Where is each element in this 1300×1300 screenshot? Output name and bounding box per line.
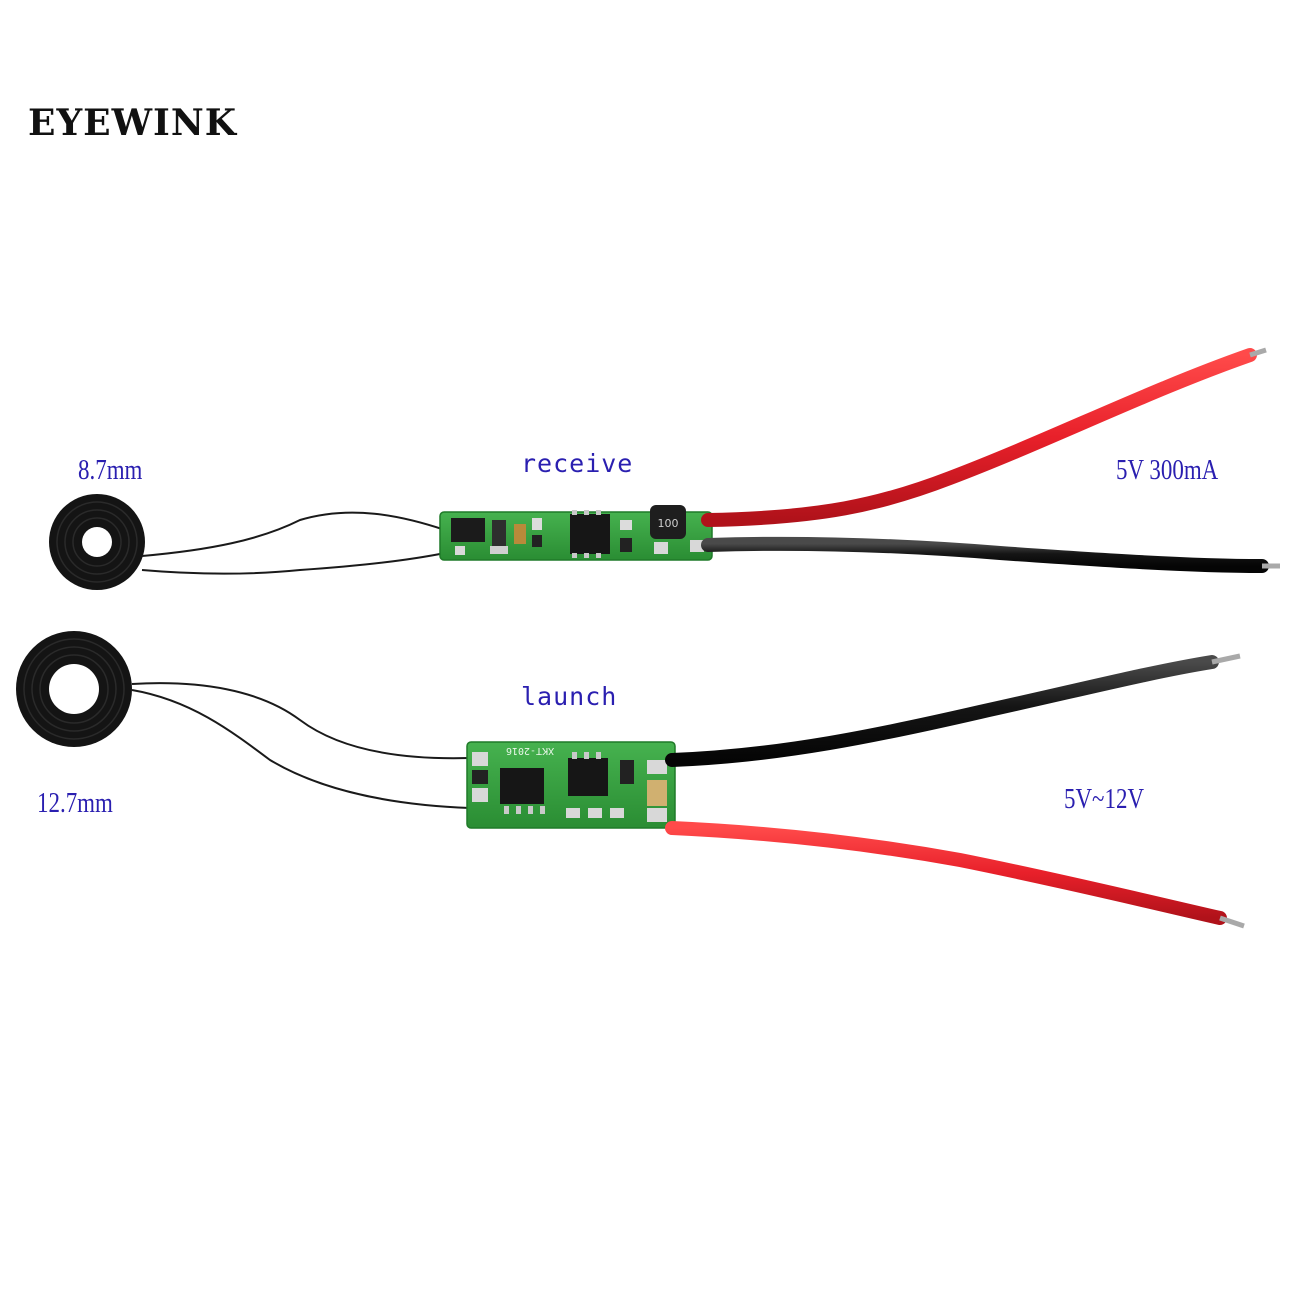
- receiver-coil: [49, 494, 145, 590]
- transmitter-coil-lead-upper: [131, 682, 471, 760]
- receiver-pcb: 100: [439, 505, 713, 561]
- transmitter-pcb: XKT-2016: [466, 741, 676, 829]
- receiver-coil-lead-upper: [141, 511, 446, 557]
- receiver-red-wire: [701, 348, 1257, 527]
- receiver-coil-size: 8.7mm: [78, 455, 143, 486]
- receiver-coil-lead-lower: [141, 552, 446, 575]
- transmitter-red-wire: [665, 821, 1227, 925]
- receiver-assembly: 100: [49, 347, 1280, 590]
- brand-logo: EYEWINK: [28, 102, 238, 144]
- transmitter-input-spec: 5V~12V: [1064, 784, 1145, 815]
- transmitter-assembly: XKT-2016: [16, 631, 1245, 929]
- receiver-black-wire: [701, 536, 1269, 573]
- transmitter-coil-size: 12.7mm: [37, 788, 113, 819]
- transmitter-title: launch: [521, 682, 618, 711]
- transmitter-black-wire: [665, 655, 1219, 767]
- transmitter-coil: [16, 631, 132, 747]
- board-marking: XKT-2016: [506, 745, 554, 756]
- receiver-output-spec: 5V 300mA: [1116, 455, 1219, 486]
- transmitter-coil-lead-lower: [131, 689, 471, 809]
- inductor-marking: 100: [658, 517, 679, 530]
- receiver-title: receive: [521, 449, 634, 478]
